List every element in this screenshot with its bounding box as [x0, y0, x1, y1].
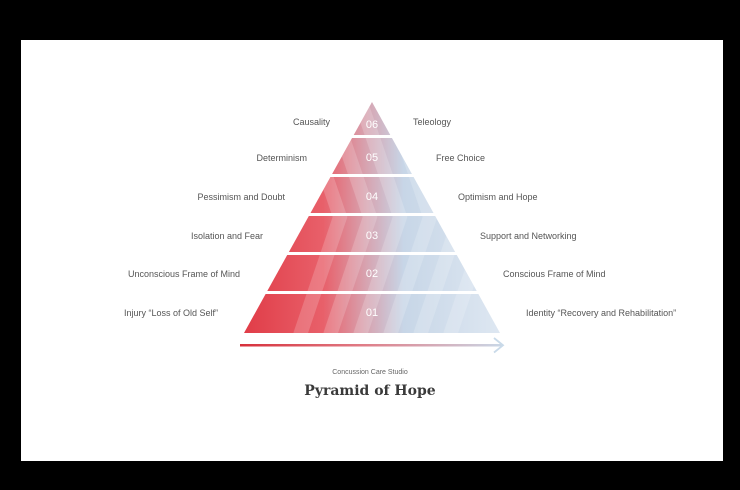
- caption-title: Pyramid of Hope: [304, 383, 436, 399]
- level-number-04: 04: [365, 191, 379, 203]
- right-label-02: Conscious Frame of Mind: [503, 269, 606, 279]
- level-number-01: 01: [365, 307, 379, 319]
- arrowhead-icon: [493, 337, 505, 354]
- pyramid-band-01: [244, 294, 500, 333]
- level-number-06: 06: [365, 119, 379, 131]
- left-label-04: Pessimism and Doubt: [197, 192, 285, 202]
- chevron-decoration: [353, 102, 408, 333]
- right-label-05: Free Choice: [436, 153, 486, 163]
- right-label-04: Optimism and Hope: [458, 192, 538, 202]
- left-label-01: Injury “Loss of Old Self”: [123, 308, 218, 318]
- level-number-05: 05: [365, 152, 379, 164]
- pyramid-band-04: [310, 177, 434, 213]
- left-label-05: Determinism: [256, 153, 307, 163]
- right-label-01: Identity “Recovery and Rehabilitation”: [526, 308, 677, 318]
- left-label-03: Isolation and Fear: [190, 231, 263, 241]
- right-label-03: Support and Networking: [480, 231, 577, 241]
- left-label-06: Causality: [292, 117, 330, 127]
- pyramid-band-05: [332, 138, 412, 174]
- level-number-02: 02: [365, 268, 379, 280]
- caption-subtitle: Concussion Care Studio: [332, 369, 408, 376]
- pyramid-band-03: [288, 216, 456, 252]
- left-label-02: Unconscious Frame of Mind: [127, 269, 240, 279]
- pyramid-band-02: [267, 255, 477, 291]
- progress-arrow-line: [240, 344, 502, 347]
- level-number-03: 03: [365, 230, 379, 242]
- right-label-06: Teleology: [413, 117, 452, 127]
- pyramid-band-06: [353, 102, 391, 135]
